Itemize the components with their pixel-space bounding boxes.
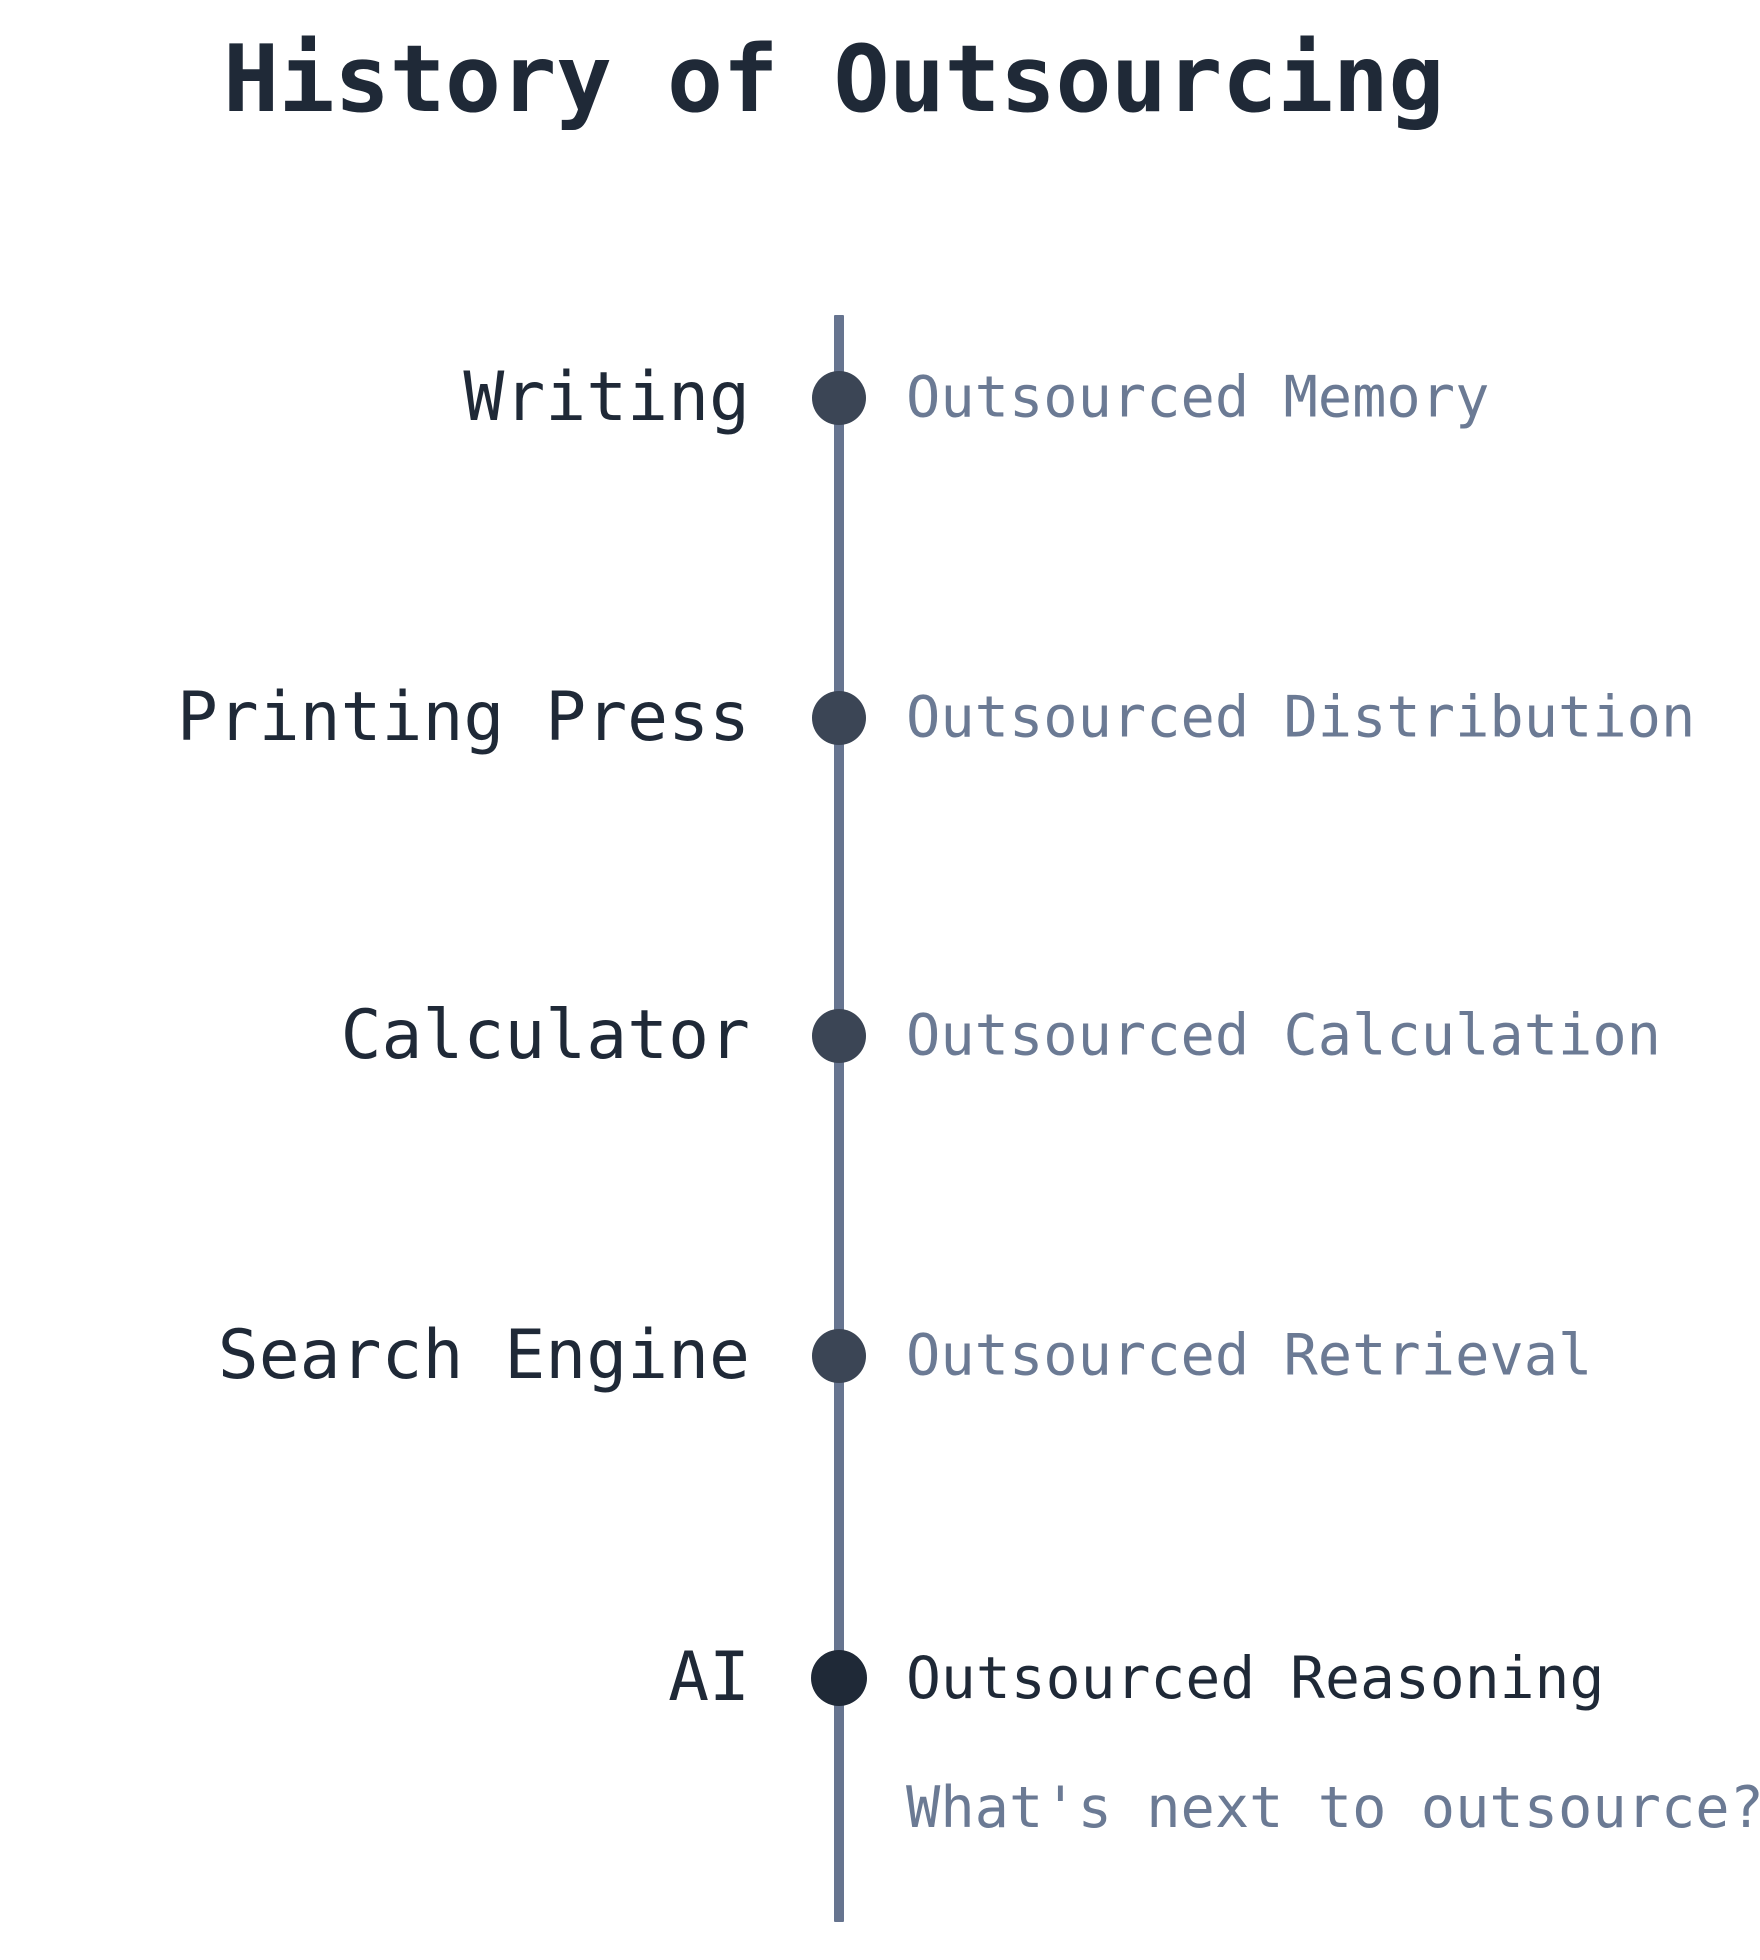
- timeline-node-dot-icon: [812, 1009, 866, 1063]
- timeline-node-dot-icon: [812, 1329, 866, 1383]
- timeline-node-dot-icon: [812, 371, 866, 425]
- timeline-node-dot-icon: [812, 691, 866, 745]
- timeline-node-description: Outsourced Distribution: [906, 684, 1696, 751]
- timeline-node-era-label: Printing Press: [176, 678, 750, 757]
- timeline-node-dot-icon: [811, 1650, 867, 1706]
- page-title: History of Outsourcing: [223, 25, 1444, 133]
- timeline-node-era-label: AI: [668, 1638, 750, 1717]
- timeline-axis-line: [834, 315, 844, 1922]
- timeline-node-era-label: Calculator: [340, 996, 750, 1075]
- timeline-node-description: Outsourced Calculation: [906, 1002, 1661, 1069]
- timeline-node-era-label: Writing: [463, 358, 750, 437]
- closing-question: What's next to outsource?: [906, 1775, 1760, 1841]
- timeline-node-description: Outsourced Retrieval: [906, 1322, 1593, 1389]
- timeline-node-description: Outsourced Memory: [906, 364, 1490, 431]
- timeline-node-description: Outsourced Reasoning: [906, 1644, 1605, 1712]
- timeline-node-era-label: Search Engine: [217, 1316, 750, 1395]
